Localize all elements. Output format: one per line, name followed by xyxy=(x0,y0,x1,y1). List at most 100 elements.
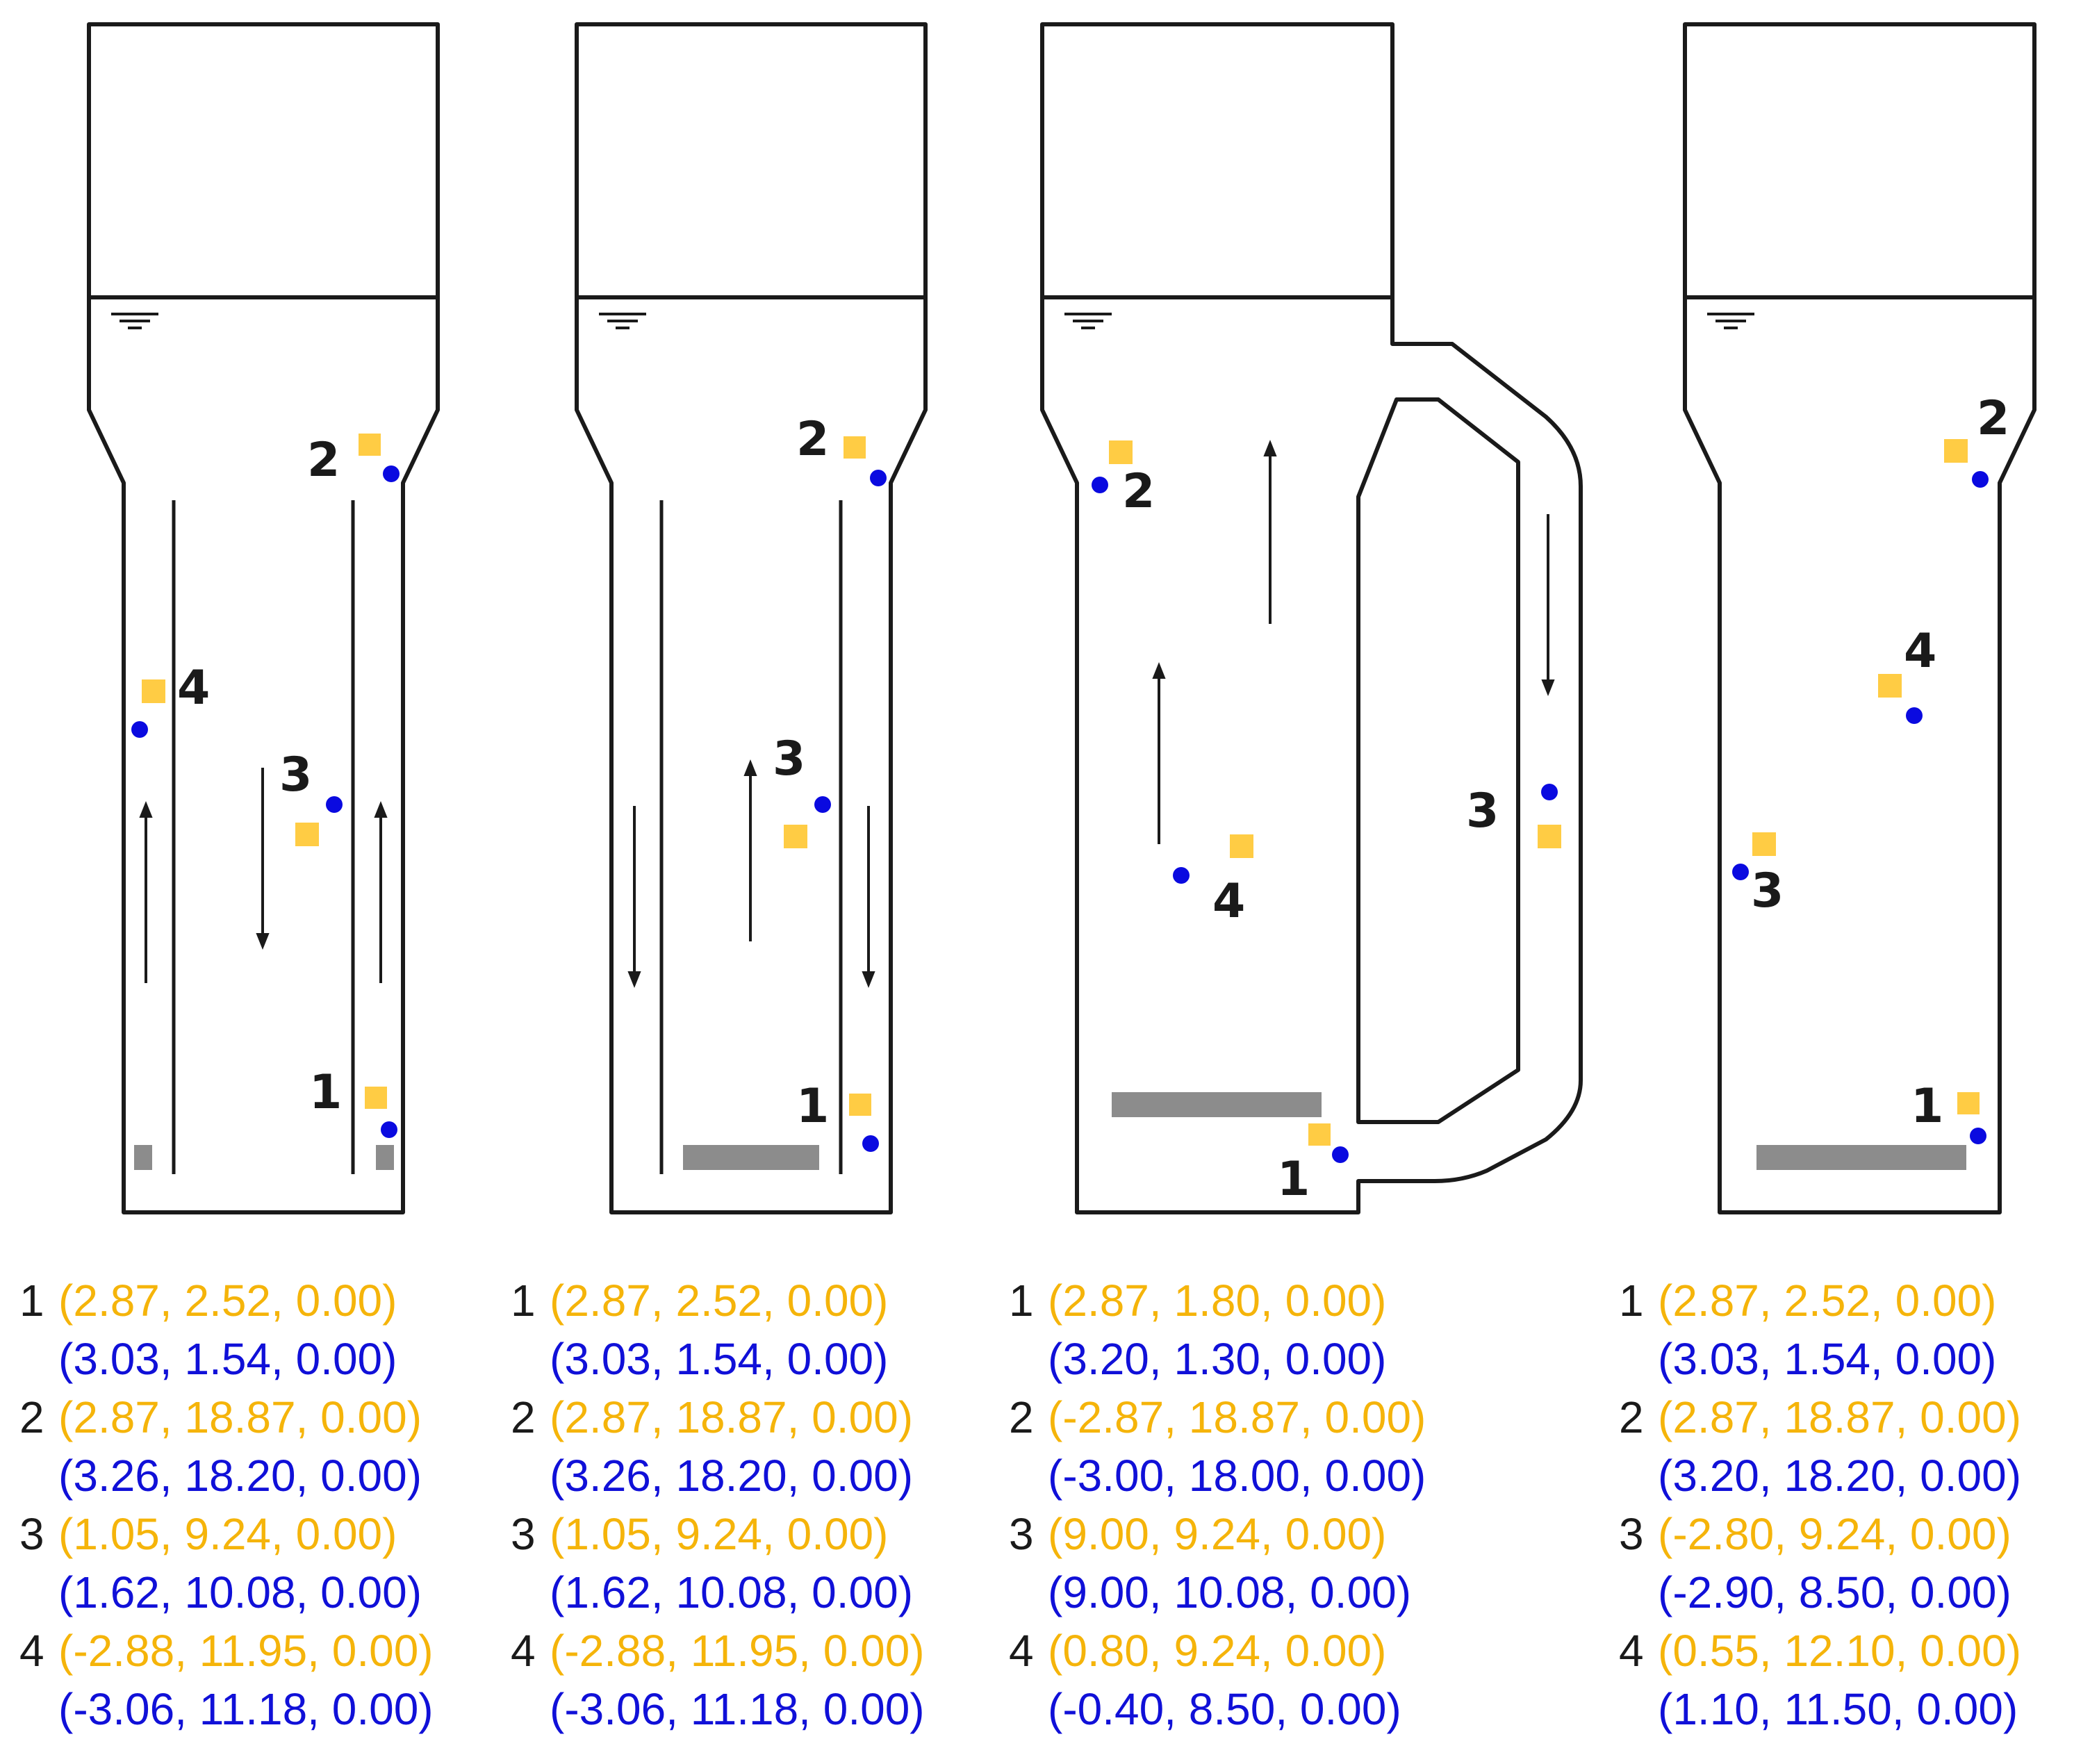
point-label-3: 3 xyxy=(1751,864,1784,918)
point-number: 2 xyxy=(19,1392,44,1442)
coord-legend-4: 1(2.87, 2.52, 0.00) (3.03, 1.54, 0.00) 2… xyxy=(1619,1271,2021,1738)
point-label-2: 2 xyxy=(1977,391,2009,446)
probe-yellow-1 xyxy=(849,1094,871,1116)
point-number: 3 xyxy=(1009,1509,1034,1559)
blue-coord: (1.10, 11.50, 0.00) xyxy=(1658,1684,2018,1734)
baffle-bar xyxy=(1112,1092,1322,1117)
blue-coord: (-0.40, 8.50, 0.00) xyxy=(1048,1684,1401,1734)
blue-coord: (3.20, 1.30, 0.00) xyxy=(1048,1334,1387,1384)
probe-blue-2 xyxy=(383,465,400,482)
probe-blue-1 xyxy=(1332,1146,1349,1163)
riser-inner-wall xyxy=(1356,397,1520,1124)
point-label-3: 3 xyxy=(1466,784,1499,839)
point-label-2: 2 xyxy=(796,412,829,467)
probe-blue-4 xyxy=(131,721,148,738)
probe-yellow-4 xyxy=(1230,834,1253,858)
probe-yellow-4 xyxy=(1878,674,1902,698)
probe-yellow-2 xyxy=(359,434,381,456)
blue-coord: (3.26, 18.20, 0.00) xyxy=(550,1451,914,1501)
yellow-coord: (2.87, 18.87, 0.00) xyxy=(550,1392,914,1442)
baffle-right xyxy=(376,1145,394,1170)
probe-blue-1 xyxy=(1970,1128,1986,1144)
yellow-coord: (9.00, 9.24, 0.00) xyxy=(1048,1509,1387,1559)
baffle-bar xyxy=(683,1145,819,1170)
water-surface-icon xyxy=(599,313,646,329)
yellow-coord: (-2.88, 11.95, 0.00) xyxy=(550,1626,925,1676)
probe-yellow-1 xyxy=(1308,1123,1331,1146)
probe-blue-3 xyxy=(1541,784,1558,800)
yellow-coord: (1.05, 9.24, 0.00) xyxy=(550,1509,889,1559)
probe-blue-4 xyxy=(1906,707,1923,724)
probe-yellow-4 xyxy=(142,679,165,703)
panel-2: 1 2 3 xyxy=(575,22,928,1214)
probe-blue-2 xyxy=(1972,471,1989,488)
probe-yellow-2 xyxy=(844,436,866,459)
yellow-coord: (0.55, 12.10, 0.00) xyxy=(1658,1626,2022,1676)
coord-legend-1: 1 (2.87, 2.52, 0.00) (3.03, 1.54, 0.00) 2… xyxy=(19,1271,434,1738)
point-number: 3 xyxy=(1619,1509,1644,1559)
probe-yellow-2 xyxy=(1944,439,1968,463)
probe-blue-3 xyxy=(326,796,343,813)
point-label-2: 2 xyxy=(1122,464,1155,519)
point-number: 2 xyxy=(1009,1392,1034,1442)
probe-blue-3 xyxy=(1732,864,1749,880)
probe-blue-4 xyxy=(1173,867,1190,884)
probe-yellow-1 xyxy=(1957,1092,1980,1114)
point-label-4: 4 xyxy=(1212,874,1245,929)
probe-yellow-1 xyxy=(365,1087,387,1109)
blue-coord: (3.03, 1.54, 0.00) xyxy=(550,1334,889,1384)
blue-coord: (3.26, 18.20, 0.00) xyxy=(58,1451,422,1501)
point-label-1: 1 xyxy=(309,1065,342,1120)
point-number: 3 xyxy=(511,1509,536,1559)
yellow-coord: (-2.80, 9.24, 0.00) xyxy=(1658,1509,2011,1559)
probe-yellow-3 xyxy=(1752,832,1776,856)
water-surface-icon xyxy=(1064,313,1112,329)
point-number: 1 xyxy=(19,1276,44,1326)
blue-coord: (-2.90, 8.50, 0.00) xyxy=(1658,1567,2011,1617)
water-surface-icon xyxy=(111,313,158,329)
water-surface-icon xyxy=(1707,313,1754,329)
yellow-coord: (-2.88, 11.95, 0.00) xyxy=(58,1626,434,1676)
point-number: 1 xyxy=(1009,1276,1034,1326)
blue-coord: (9.00, 10.08, 0.00) xyxy=(1048,1567,1412,1617)
reactor-diagrams: 1 2 3 4 1 2 3 xyxy=(87,22,2036,1214)
point-number: 2 xyxy=(1619,1392,1644,1442)
point-number: 1 xyxy=(511,1276,536,1326)
point-label-1: 1 xyxy=(1911,1079,1943,1134)
probe-yellow-3 xyxy=(784,825,807,848)
coord-legend-3: 1 (2.87, 1.80, 0.00) (3.20, 1.30, 0.00) 2… xyxy=(1009,1271,1426,1738)
yellow-coord: (2.87, 2.52, 0.00) xyxy=(550,1276,889,1326)
probe-blue-1 xyxy=(381,1121,397,1138)
blue-coord: (-3.06, 11.18, 0.00) xyxy=(58,1684,434,1734)
point-label-3: 3 xyxy=(279,748,312,802)
probe-yellow-3 xyxy=(1538,825,1561,848)
blue-coord: (1.62, 10.08, 0.00) xyxy=(550,1567,914,1617)
coord-legend-2: 1 (2.87, 2.52, 0.00) (3.03, 1.54, 0.00) 2… xyxy=(511,1271,925,1738)
point-number: 4 xyxy=(511,1626,536,1676)
yellow-coord: (0.80, 9.24, 0.00) xyxy=(1048,1626,1387,1676)
yellow-coord: (2.87, 1.80, 0.00) xyxy=(1048,1276,1387,1326)
yellow-coord: (2.87, 2.52, 0.00) xyxy=(58,1276,397,1326)
yellow-coord: (2.87, 18.87, 0.00) xyxy=(1658,1392,2022,1442)
vessel-outline xyxy=(1683,22,2036,1214)
point-number: 1 xyxy=(1619,1276,1644,1326)
probe-blue-1 xyxy=(862,1135,879,1152)
probe-yellow-2 xyxy=(1109,440,1133,464)
panel-4: 1 2 3 4 xyxy=(1683,22,2036,1214)
panel-3: 1 2 3 4 xyxy=(1040,22,1583,1214)
blue-coord: (-3.00, 18.00, 0.00) xyxy=(1048,1451,1426,1501)
point-number: 4 xyxy=(1009,1626,1034,1676)
blue-coord: (3.03, 1.54, 0.00) xyxy=(1658,1334,1997,1384)
blue-coord: (-3.06, 11.18, 0.00) xyxy=(550,1684,925,1734)
blue-coord: (3.03, 1.54, 0.00) xyxy=(58,1334,397,1384)
point-label-3: 3 xyxy=(773,732,805,786)
point-number: 3 xyxy=(19,1509,44,1559)
probe-blue-2 xyxy=(1092,477,1108,493)
probe-blue-2 xyxy=(870,470,887,486)
point-number: 2 xyxy=(511,1392,536,1442)
yellow-coord: (-2.87, 18.87, 0.00) xyxy=(1048,1392,1426,1442)
vessel-outline xyxy=(87,22,440,1214)
blue-coord: (1.62, 10.08, 0.00) xyxy=(58,1567,422,1617)
point-label-1: 1 xyxy=(1277,1152,1310,1207)
point-label-4: 4 xyxy=(177,661,210,716)
